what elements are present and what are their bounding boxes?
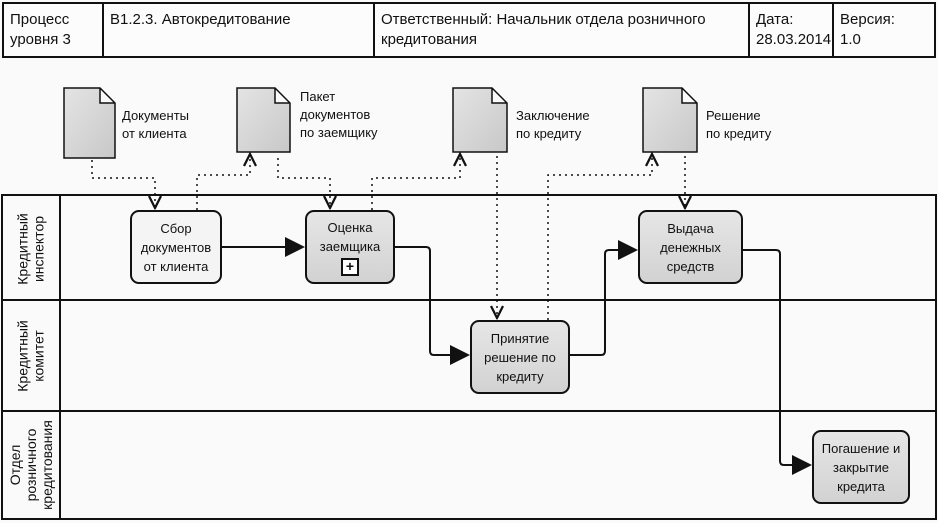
lane-label-line: Кредитный [15, 212, 31, 285]
task-label-line: заемщика [319, 239, 381, 254]
date-value: 28.03.2014 [756, 31, 832, 48]
task-label-line: кредиту [496, 368, 544, 384]
version-label: Версия: [840, 11, 895, 28]
document-label-line: от клиента [122, 126, 187, 141]
data-association [91, 160, 155, 208]
task-label-line: Оценка [327, 220, 373, 235]
sequence-flow [570, 240, 638, 356]
document-label-line: по кредиту [516, 126, 582, 141]
data-association [277, 158, 330, 208]
data-association [196, 154, 250, 210]
version-value: 1.0 [840, 31, 861, 48]
data-association [547, 154, 652, 320]
document-label-line: Решение [706, 108, 761, 123]
owner-cell: Ответственный: Начальник отдела рознично… [373, 2, 750, 58]
lane-label-line: розничного [23, 428, 39, 502]
document-label: Документы от клиента [122, 107, 189, 143]
task-label-line: решение по [484, 349, 556, 365]
task-borrower-assessment[interactable]: Оценка заемщика + [305, 210, 395, 284]
process-level-cell: Процесс уровня 3 [2, 2, 104, 58]
task-label-line: Погашение и [821, 440, 901, 456]
document-label: Заключение по кредиту [516, 107, 590, 143]
document-label-line: по заемщику [300, 125, 378, 140]
subprocess-plus-icon[interactable]: + [341, 258, 359, 276]
date-label: Дата: [756, 11, 794, 28]
document-icon [63, 87, 116, 159]
lane-label-line: инспектор [31, 215, 47, 282]
lane-label-line: Отдел [7, 444, 23, 486]
process-level-line: Процесс [10, 11, 70, 28]
process-name: В1.2.3. Автокредитование [110, 11, 291, 28]
owner-line: кредитования [381, 31, 478, 48]
task-label-line: средств [666, 258, 715, 274]
pool-border [1, 194, 937, 520]
process-level-line: уровня 3 [10, 31, 71, 48]
document-label-line: документов [300, 107, 371, 122]
document-label-line: Пакет [300, 89, 336, 104]
task-credit-decision[interactable]: Принятие решение по кредиту [470, 320, 570, 394]
lane-label-line: комитет [31, 330, 47, 382]
owner-line: Ответственный: Начальник отдела рознично… [381, 11, 706, 28]
document-label-line: Заключение [516, 108, 590, 123]
task-collect-documents[interactable]: Сбор документов от клиента [130, 210, 222, 284]
task-label-line: Принятие [490, 330, 550, 346]
lane-label-line: Кредитный [15, 320, 31, 392]
document-label-line: по кредиту [706, 126, 772, 141]
task-repay-close-loan[interactable]: Погашение и закрытие кредита [812, 430, 910, 504]
document-label-line: Документы [122, 108, 190, 123]
document-icon [642, 87, 698, 153]
data-association [371, 154, 460, 210]
sequence-flow [395, 246, 470, 365]
document-icon [452, 87, 508, 153]
task-label-line: от клиента [143, 258, 209, 274]
task-label-line: документов [140, 239, 212, 255]
task-label-line: закрытие [833, 459, 889, 475]
task-label-line: Выдача [667, 220, 714, 236]
document-icon [236, 87, 291, 153]
document-label: Решение по кредиту [706, 107, 771, 143]
date-cell: Дата: 28.03.2014 [748, 2, 834, 58]
version-cell: Версия: 1.0 [832, 2, 936, 58]
task-label-line: Сбор [160, 220, 192, 236]
lane-label-line: кредитования [39, 420, 55, 510]
task-disburse-funds[interactable]: Выдача денежных средств [638, 210, 743, 284]
document-label: Пакет документов по заемщику [300, 88, 378, 142]
task-label-line: денежных [660, 239, 721, 255]
sequence-flow [743, 249, 812, 475]
task-label-line: кредита [837, 478, 885, 494]
